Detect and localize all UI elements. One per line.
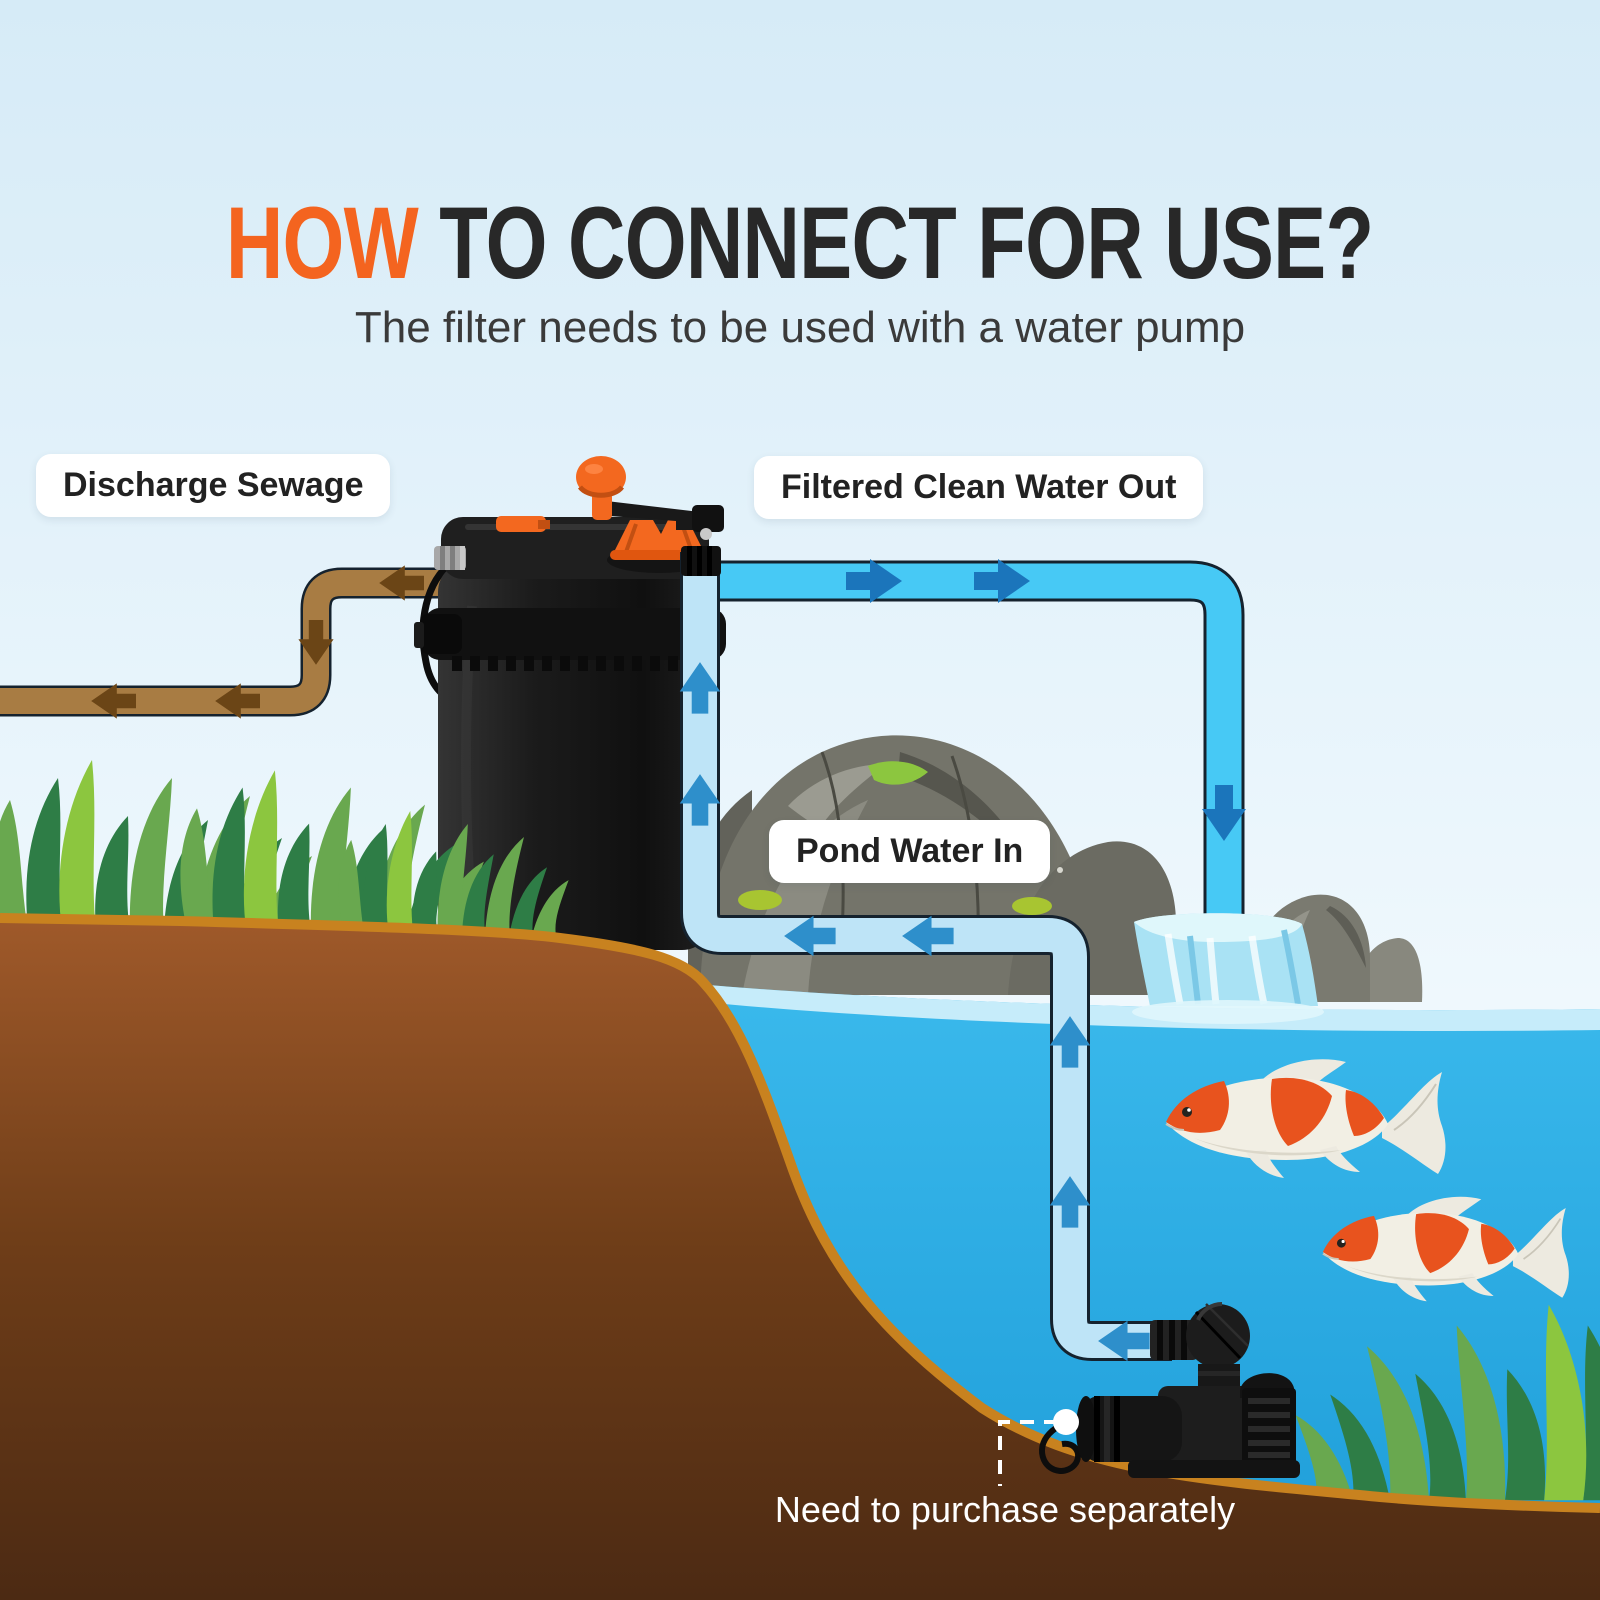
pump-base	[1128, 1460, 1300, 1478]
waterfall-foam	[1132, 1000, 1324, 1024]
page-subtitle: The filter needs to be used with a water…	[354, 303, 1246, 352]
clean-water-pipe	[706, 559, 1246, 932]
label-discharge-sewage: Discharge Sewage	[36, 454, 391, 517]
pump-inlet-coupler	[1150, 1320, 1198, 1360]
title-rest: TO CONNECT FOR USE?	[418, 186, 1375, 300]
sewage-pipe	[0, 565, 458, 719]
pump-cable	[1039, 1415, 1087, 1474]
page-title: HOW TO CONNECT FOR USE?	[0, 192, 1600, 294]
intake-pipe	[679, 546, 1172, 1362]
pump-collar	[1198, 1364, 1240, 1390]
lid-orange-tab	[496, 516, 546, 532]
water-pump	[1039, 1302, 1300, 1478]
pump-cage	[1242, 1388, 1296, 1464]
title-highlight: HOW	[226, 186, 419, 300]
waterfall	[1134, 913, 1318, 1006]
ground	[0, 913, 1600, 1600]
label-pond-water-in: Pond Water In	[769, 820, 1051, 883]
leader-dot	[1053, 1409, 1079, 1435]
filter-device	[414, 456, 726, 950]
filter-strap	[424, 608, 726, 660]
filter-ribs	[452, 656, 696, 671]
sewage-outlet-fitting	[434, 546, 466, 570]
label-filtered-clean-water-out: Filtered Clean Water Out	[754, 456, 1204, 519]
pipe-top-connector	[681, 546, 721, 576]
label-purchase-note: Need to purchase separately	[774, 1489, 1236, 1530]
purchase-leader-line	[998, 1409, 1079, 1486]
